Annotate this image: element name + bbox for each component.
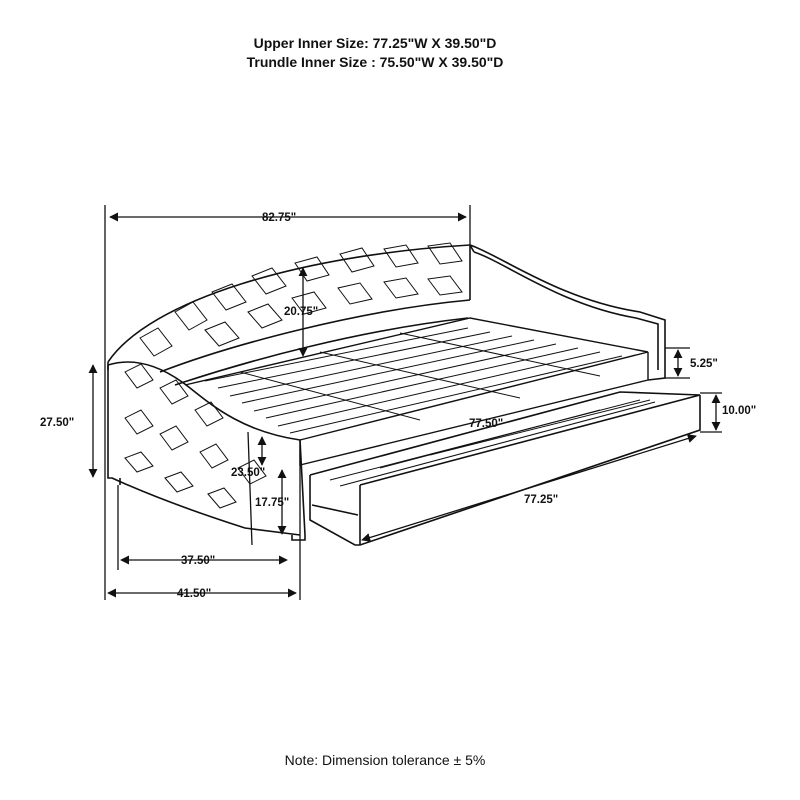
dim-mattress-width: 77.50" [469, 418, 503, 430]
dimension-lines [88, 205, 722, 600]
dim-inner-depth: 37.50" [181, 555, 215, 567]
dim-arm-height: 23.50" [231, 467, 265, 479]
trundle-inner-size: Trundle Inner Size : 75.50"W X 39.50"D [246, 54, 504, 70]
dim-trundle-height: 10.00" [722, 405, 756, 417]
dim-seat-height: 17.75" [255, 497, 289, 509]
dim-overall-width: 82.75" [262, 212, 296, 224]
size-header: Upper Inner Size: 77.25"W X 39.50"D Trun… [0, 34, 750, 72]
dim-rail-height: 5.25" [690, 358, 718, 370]
dim-trundle-width: 77.25" [524, 494, 558, 506]
dim-overall-depth: 41.50" [177, 588, 211, 600]
upper-inner-size: Upper Inner Size: 77.25"W X 39.50"D [253, 35, 497, 51]
right-arm [469, 244, 666, 381]
dim-back-height: 20.75" [284, 306, 318, 318]
dimension-labels: 82.75" 20.75" 5.25" 10.00" 27.50" 77.50"… [40, 212, 756, 600]
slat-platform [184, 317, 649, 466]
dim-overall-height: 27.50" [40, 417, 74, 429]
left-arm [107, 361, 306, 541]
tolerance-note: Note: Dimension tolerance ± 5% [284, 752, 486, 768]
